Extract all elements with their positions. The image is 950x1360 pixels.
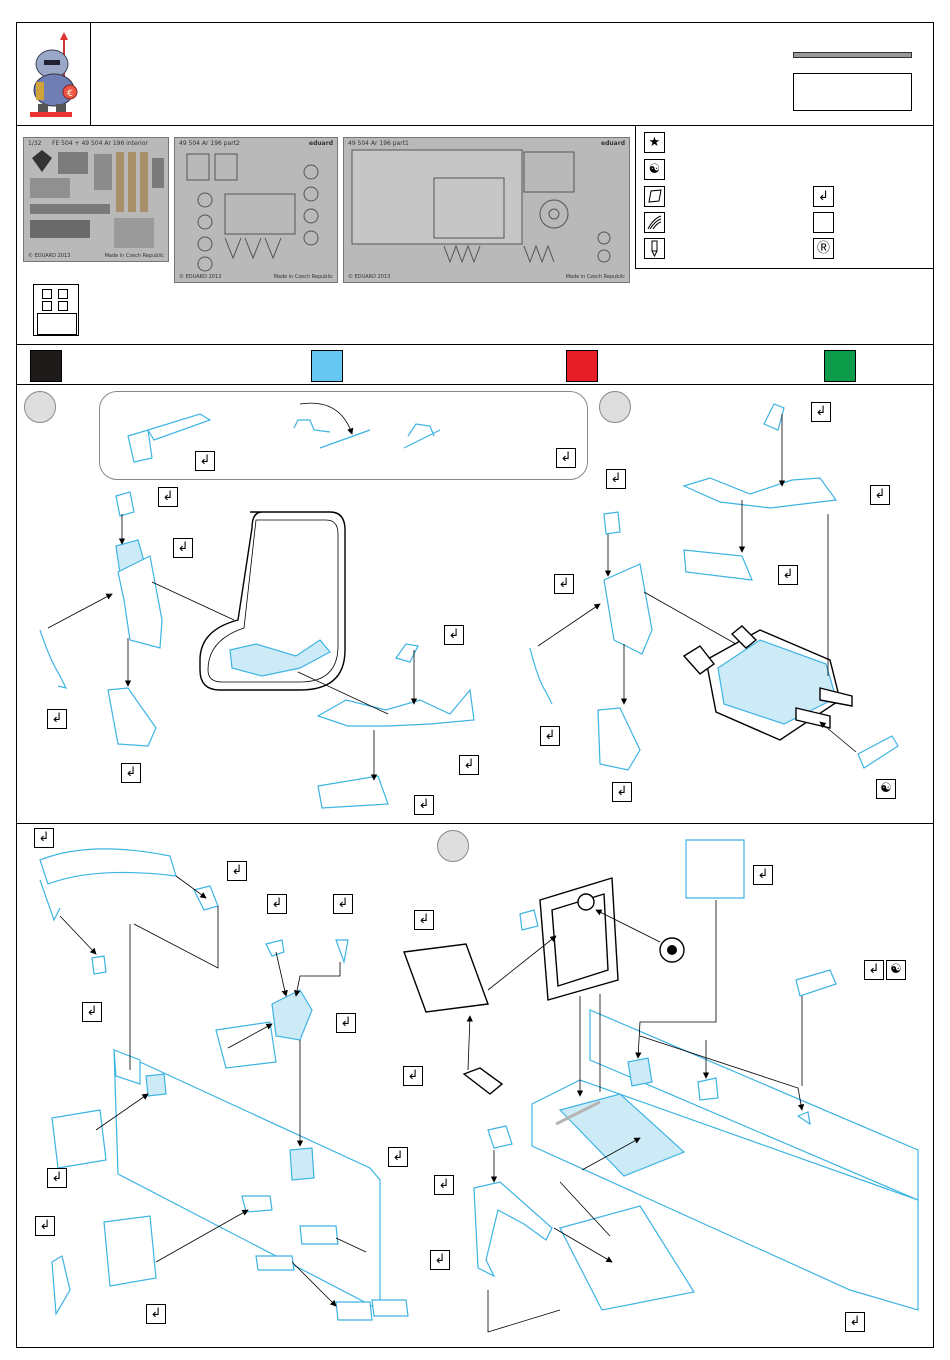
check-mark: ↲ (778, 565, 798, 585)
seat-belt-left (40, 492, 162, 746)
check-mark: ↲ (333, 894, 353, 914)
check-mark: ↲ (82, 1002, 102, 1022)
check-mark: ↲ (845, 1312, 865, 1332)
check-mark: ↲ (414, 910, 434, 930)
check-mark: ↲ (540, 726, 560, 746)
check-mark: ↲ (864, 960, 884, 980)
check-mark: ↲ (444, 625, 464, 645)
yinyang-mark: ☯ (886, 960, 906, 980)
check-mark: ↲ (173, 538, 193, 558)
check-mark: ↲ (146, 1304, 166, 1324)
check-mark: ↲ (556, 448, 576, 468)
check-mark: ↲ (811, 402, 831, 422)
check-mark: ↲ (414, 795, 434, 815)
check-mark: ↲ (195, 451, 215, 471)
check-mark: ↲ (47, 709, 67, 729)
yinyang-mark: ☯ (876, 779, 896, 799)
check-mark: ↲ (47, 1168, 67, 1188)
floor-panel-right (474, 1010, 918, 1310)
check-mark: ↲ (459, 755, 479, 775)
check-mark: ↲ (606, 469, 626, 489)
cushion-belts (530, 404, 898, 770)
seat-cushion-assembly (684, 626, 852, 740)
check-mark: ↲ (336, 1013, 356, 1033)
belt-buckle-detail (128, 403, 440, 462)
check-mark: ↲ (227, 861, 247, 881)
check-mark: ↲ (753, 865, 773, 885)
check-mark: ↲ (612, 782, 632, 802)
check-mark: ↲ (388, 1147, 408, 1167)
check-mark: ↲ (34, 828, 54, 848)
check-mark: ↲ (121, 763, 141, 783)
check-mark: ↲ (554, 574, 574, 594)
check-mark: ↲ (434, 1175, 454, 1195)
floor-panel-left (40, 849, 408, 1320)
check-mark: ↲ (403, 1066, 423, 1086)
check-mark: ↲ (267, 894, 287, 914)
check-mark: ↲ (870, 485, 890, 505)
check-mark: ↲ (35, 1216, 55, 1236)
seat-assembly (200, 512, 345, 690)
check-mark: ↲ (430, 1250, 450, 1270)
check-mark: ↲ (158, 487, 178, 507)
